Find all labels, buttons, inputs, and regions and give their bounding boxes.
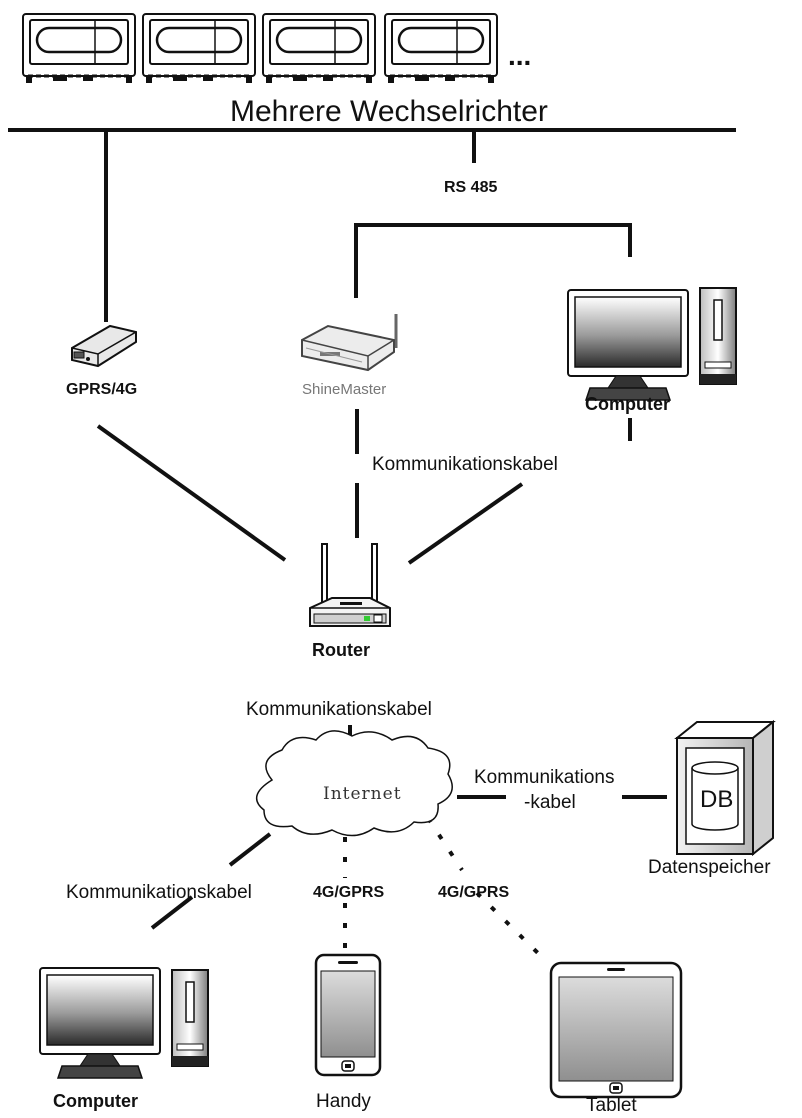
gprs-4g-label: GPRS/4G — [66, 381, 138, 398]
internet-label: Internet — [323, 784, 402, 804]
shinemaster-datalogger-icon — [301, 314, 398, 372]
inverter-icon — [141, 12, 257, 85]
wireless-lines — [343, 816, 547, 962]
handy-label: Handy — [316, 1091, 371, 1112]
kabel-top-label: Kommunikationskabel — [372, 454, 558, 475]
rs485-label: RS 485 — [444, 179, 498, 196]
smartphone-icon — [314, 953, 382, 1077]
computer-bottom-label: Computer — [53, 1091, 138, 1111]
router-label: Router — [312, 640, 370, 660]
desktop-computer-icon — [39, 967, 209, 1079]
gprs-tablet-label: 4G/GPRS — [438, 884, 510, 901]
inverter-icon — [383, 12, 499, 85]
desktop-computer-icon — [567, 287, 737, 401]
shinemaster-label: ShineMaster — [302, 381, 387, 398]
computer-top-label: Computer — [585, 394, 670, 414]
db-label: DB — [700, 786, 734, 813]
inverter-ellipsis: ... — [508, 40, 532, 71]
datenspeicher-label: Datenspeicher — [648, 857, 771, 878]
kabel-bottom-label: Kommunikationskabel — [66, 882, 252, 903]
kabel-db-label-line1: Kommunikations — [474, 767, 615, 788]
inverter-icon — [21, 12, 137, 85]
internet-cloud-icon — [255, 730, 453, 837]
wireless-router-icon — [309, 543, 391, 627]
gprs-handy-label: 4G/GPRS — [313, 884, 385, 901]
database-storage-icon — [674, 719, 776, 857]
tablet-label: Tablet — [586, 1095, 637, 1116]
kabel-db-label-line2: -kabel — [524, 792, 576, 813]
bus-title: Mehrere Wechselrichter — [230, 95, 548, 128]
connection-lines — [96, 131, 667, 930]
kabel-router-label: Kommunikationskabel — [246, 699, 432, 720]
inverter-icon — [261, 12, 377, 85]
gprs-stick-icon — [71, 324, 137, 368]
tablet-icon — [549, 961, 683, 1099]
